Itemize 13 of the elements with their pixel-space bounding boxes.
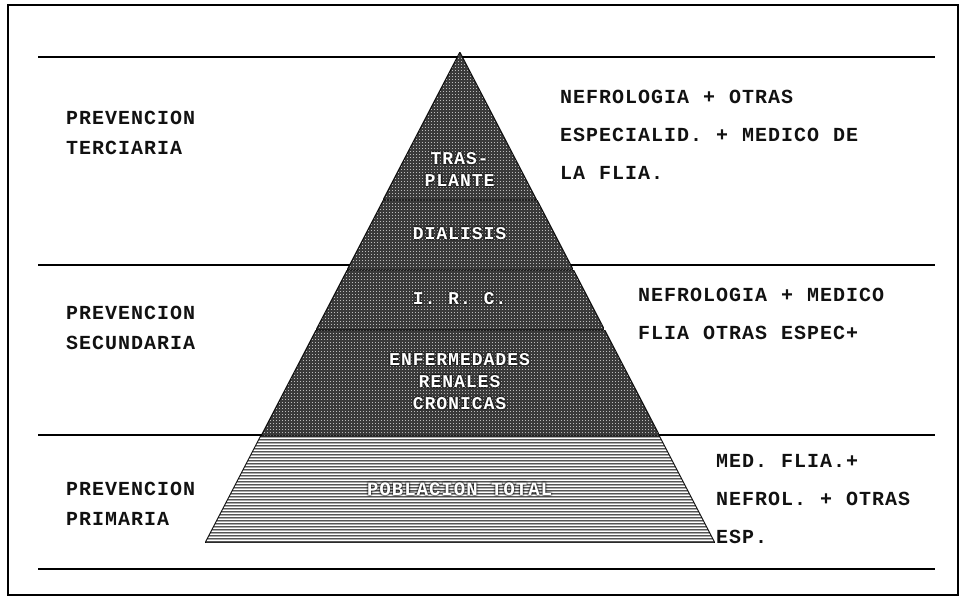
pyramid-tier: [346, 200, 574, 270]
specialty-list: MED. FLIA.+ NEFROL. + OTRAS ESP.: [716, 444, 916, 558]
prevention-level-label: PREVENCION TERCIARIA: [66, 107, 198, 163]
prevention-level-label: PREVENCION SECUNDARIA: [66, 302, 198, 358]
specialty-list: NEFROLOGIA + OTRAS ESPECIALID. + MEDICO DE LA FLIA.: [560, 80, 890, 194]
pyramid-tier: [383, 52, 537, 200]
tier-label: ENFERMEDADES RENALES CRONICAS: [388, 350, 532, 416]
specialty-list: NEFROLOGIA + MEDICO FLIA OTRAS ESPEC+: [638, 278, 928, 354]
prevention-level-label: PREVENCION PRIMARIA: [66, 478, 198, 534]
tier-label: I. R. C.: [412, 289, 508, 311]
pyramid-tier: [205, 436, 715, 543]
tier-label: TRAS- PLANTE: [424, 149, 496, 193]
tier-label: DIALISIS: [412, 224, 508, 246]
